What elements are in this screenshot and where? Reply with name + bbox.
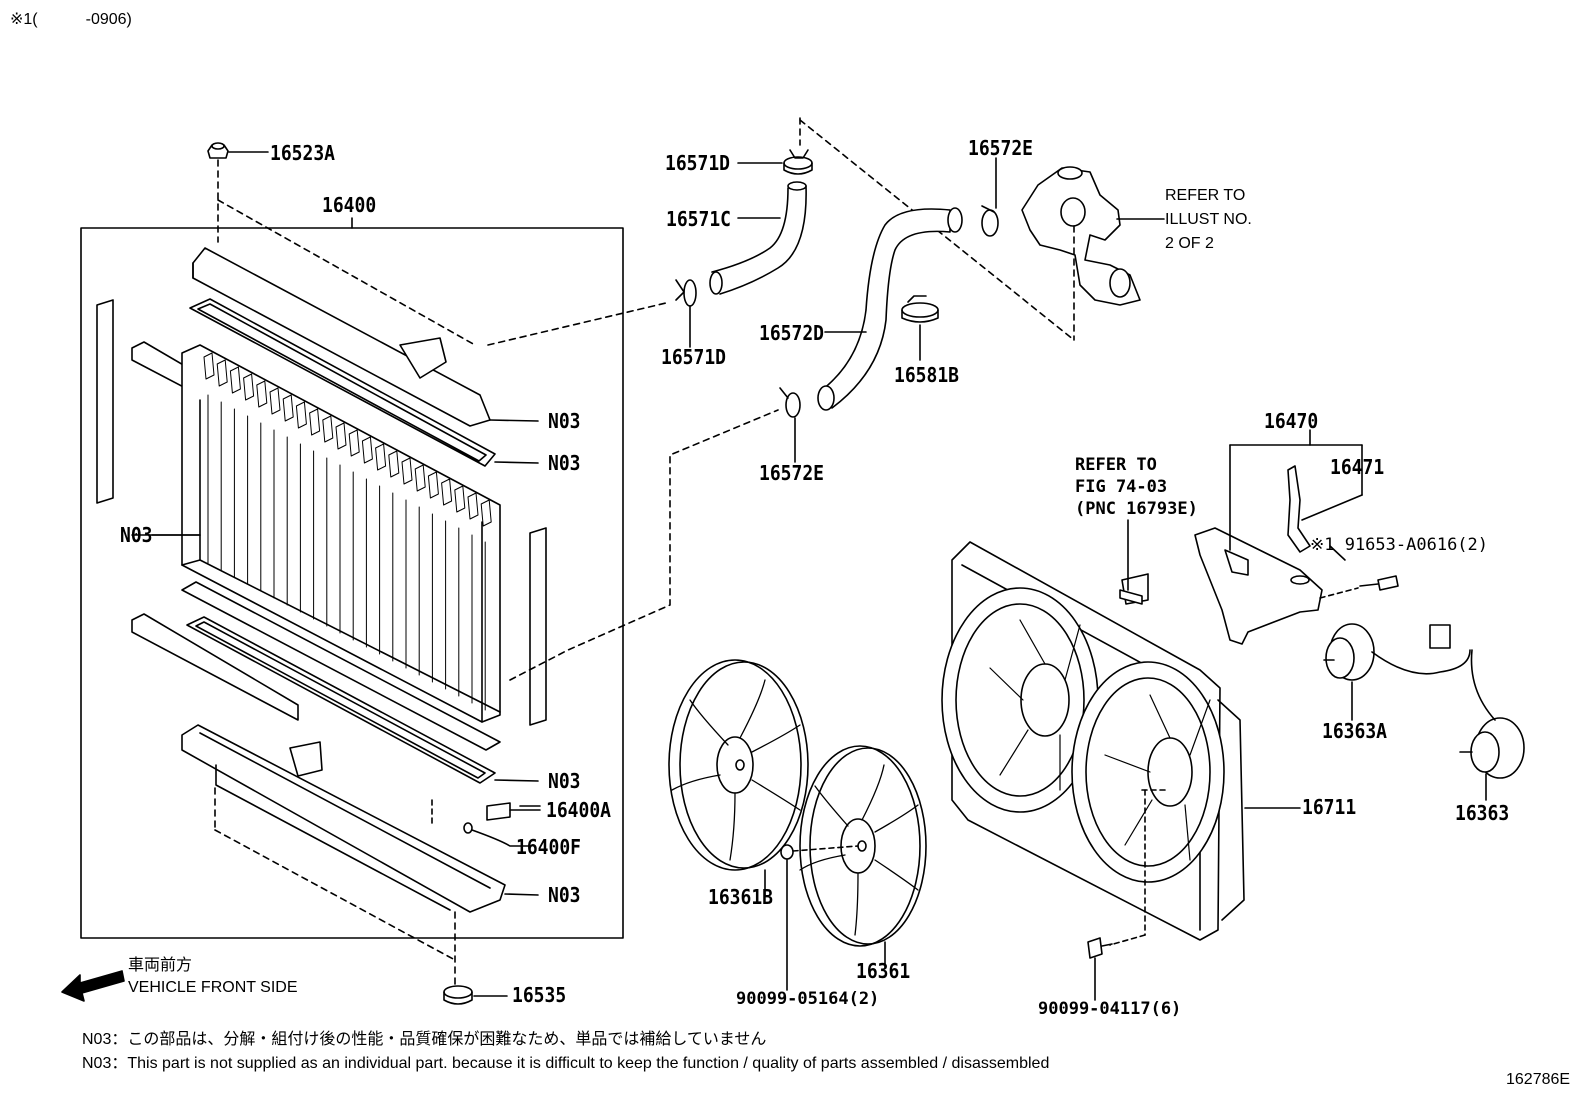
vehicle-front-arrow-icon bbox=[61, 970, 125, 1002]
refer-illust-line2: ILLUST NO. bbox=[1165, 211, 1252, 228]
label-16523a: 16523A bbox=[270, 141, 336, 165]
label-16571d-bottom: 16571D bbox=[661, 345, 727, 369]
core-tube-top bbox=[467, 492, 479, 520]
label-16581b: 16581B bbox=[894, 363, 960, 387]
hose-16572d bbox=[817, 207, 963, 411]
leader-n03-2 bbox=[494, 461, 539, 464]
core-tube-top bbox=[243, 373, 255, 401]
upper-tank bbox=[192, 247, 539, 427]
core-tube-top bbox=[454, 485, 466, 513]
label-16571c: 16571C bbox=[666, 207, 732, 231]
label-n03-lower-gasket: N03 bbox=[548, 769, 581, 793]
label-16572d: 16572D bbox=[759, 321, 825, 345]
label-16471: 16471 bbox=[1330, 455, 1385, 479]
fan-16361b bbox=[668, 659, 809, 896]
label-16470: 16470 bbox=[1264, 409, 1319, 433]
refer-fig-pointer bbox=[1119, 519, 1143, 605]
fan-motor-16363a bbox=[1323, 623, 1471, 721]
upper-gasket bbox=[189, 298, 496, 467]
front-side-jp: 車両前方 bbox=[128, 957, 193, 974]
fan-16361 bbox=[799, 745, 927, 969]
label-n03-core: N03 bbox=[120, 523, 153, 547]
radiator-core bbox=[131, 344, 501, 751]
label-90099-05164: 90099-05164(2) bbox=[736, 989, 880, 1009]
header-note: ※1( -0906) bbox=[10, 11, 132, 28]
figure-id: 162786E bbox=[1506, 1071, 1571, 1088]
front-side-en: VEHICLE FRONT SIDE bbox=[128, 979, 298, 996]
water-outlet-housing bbox=[1021, 166, 1165, 341]
note-jp: N03：この部品は、分解・組付け後の性能・品質確保が困難なため、単品では補給して… bbox=[82, 1031, 767, 1048]
bottom-seal-strip bbox=[131, 613, 299, 721]
core-tube-top bbox=[361, 436, 373, 464]
refer-illust-line3: 2 OF 2 bbox=[1165, 235, 1214, 252]
core-tube-top bbox=[414, 464, 426, 492]
core-tube-top bbox=[441, 478, 453, 506]
label-90099-04117: 90099-04117(6) bbox=[1038, 999, 1182, 1019]
label-16361b: 16361B bbox=[708, 885, 774, 909]
label-n03-upper-gasket: N03 bbox=[548, 451, 581, 475]
hose-route-lower bbox=[509, 409, 779, 681]
core-tube-top bbox=[216, 359, 228, 387]
label-16571d-top: 16571D bbox=[665, 151, 731, 175]
core-tube-top bbox=[322, 415, 334, 443]
note-en: N03：This part is not supplied as an indi… bbox=[82, 1055, 1050, 1072]
fan-motor-16363 bbox=[1459, 649, 1525, 801]
nut-90099-05164 bbox=[780, 844, 859, 991]
label-16400a: 16400A bbox=[546, 798, 612, 822]
lower-gasket bbox=[186, 616, 496, 784]
label-16572e-top: 16572E bbox=[968, 136, 1034, 160]
clamp-16581b bbox=[901, 295, 939, 361]
label-16535: 16535 bbox=[512, 983, 567, 1007]
label-16361: 16361 bbox=[856, 959, 911, 983]
core-tube-top bbox=[203, 352, 215, 380]
core-tube-top bbox=[348, 429, 360, 457]
clamp-16572e-bottom bbox=[779, 387, 801, 463]
label-16400: 16400 bbox=[322, 193, 377, 217]
hose-route-upper bbox=[487, 302, 667, 346]
hose-16471 bbox=[1287, 444, 1363, 553]
hose-16571c bbox=[709, 181, 807, 295]
core-tube-top bbox=[295, 401, 307, 429]
lower-tank bbox=[181, 724, 539, 913]
label-16363: 16363 bbox=[1455, 801, 1510, 825]
refer-fig-line2: FIG 74-03 bbox=[1075, 477, 1168, 497]
label-16572e-bottom: 16572E bbox=[759, 461, 825, 485]
label-16711: 16711 bbox=[1302, 795, 1357, 819]
label-n03-upper-tank: N03 bbox=[548, 409, 581, 433]
reserve-tank-16470 bbox=[1194, 429, 1363, 645]
right-seal-strip bbox=[529, 527, 547, 726]
cushion-16535 bbox=[214, 787, 508, 1005]
bolt-90099-04117 bbox=[1087, 937, 1113, 1001]
core-tube-top bbox=[256, 380, 268, 408]
core-tube-top bbox=[401, 457, 413, 485]
core-tube-top bbox=[388, 450, 400, 478]
refer-fig-line1: REFER TO bbox=[1075, 455, 1157, 475]
core-tube-top bbox=[229, 366, 241, 394]
core-tube-top bbox=[282, 394, 294, 422]
core-tube-top bbox=[269, 387, 281, 415]
refer-illust-line1: REFER TO bbox=[1165, 187, 1246, 204]
clamp-16571d-bottom bbox=[675, 279, 697, 348]
label-16400f: 16400F bbox=[516, 835, 582, 859]
refer-fig-line3: (PNC 16793E) bbox=[1075, 499, 1198, 519]
screw-91653 bbox=[1319, 545, 1399, 599]
drain-cock-16400a bbox=[431, 799, 541, 847]
label-16363a: 16363A bbox=[1322, 719, 1388, 743]
radiator-cap-16523a bbox=[207, 142, 476, 346]
core-tube-top bbox=[480, 499, 492, 527]
core-tube-top bbox=[335, 422, 347, 450]
core-tube-top bbox=[427, 471, 439, 499]
core-tube-top bbox=[375, 443, 387, 471]
label-91653: ※1 91653-A0616(2) bbox=[1310, 535, 1489, 555]
core-tube-top bbox=[309, 408, 321, 436]
leader-n03-3 bbox=[494, 779, 539, 782]
left-seal-strip bbox=[96, 299, 114, 504]
label-n03-lower-tank: N03 bbox=[548, 883, 581, 907]
clamp-16572e-top bbox=[981, 157, 999, 237]
